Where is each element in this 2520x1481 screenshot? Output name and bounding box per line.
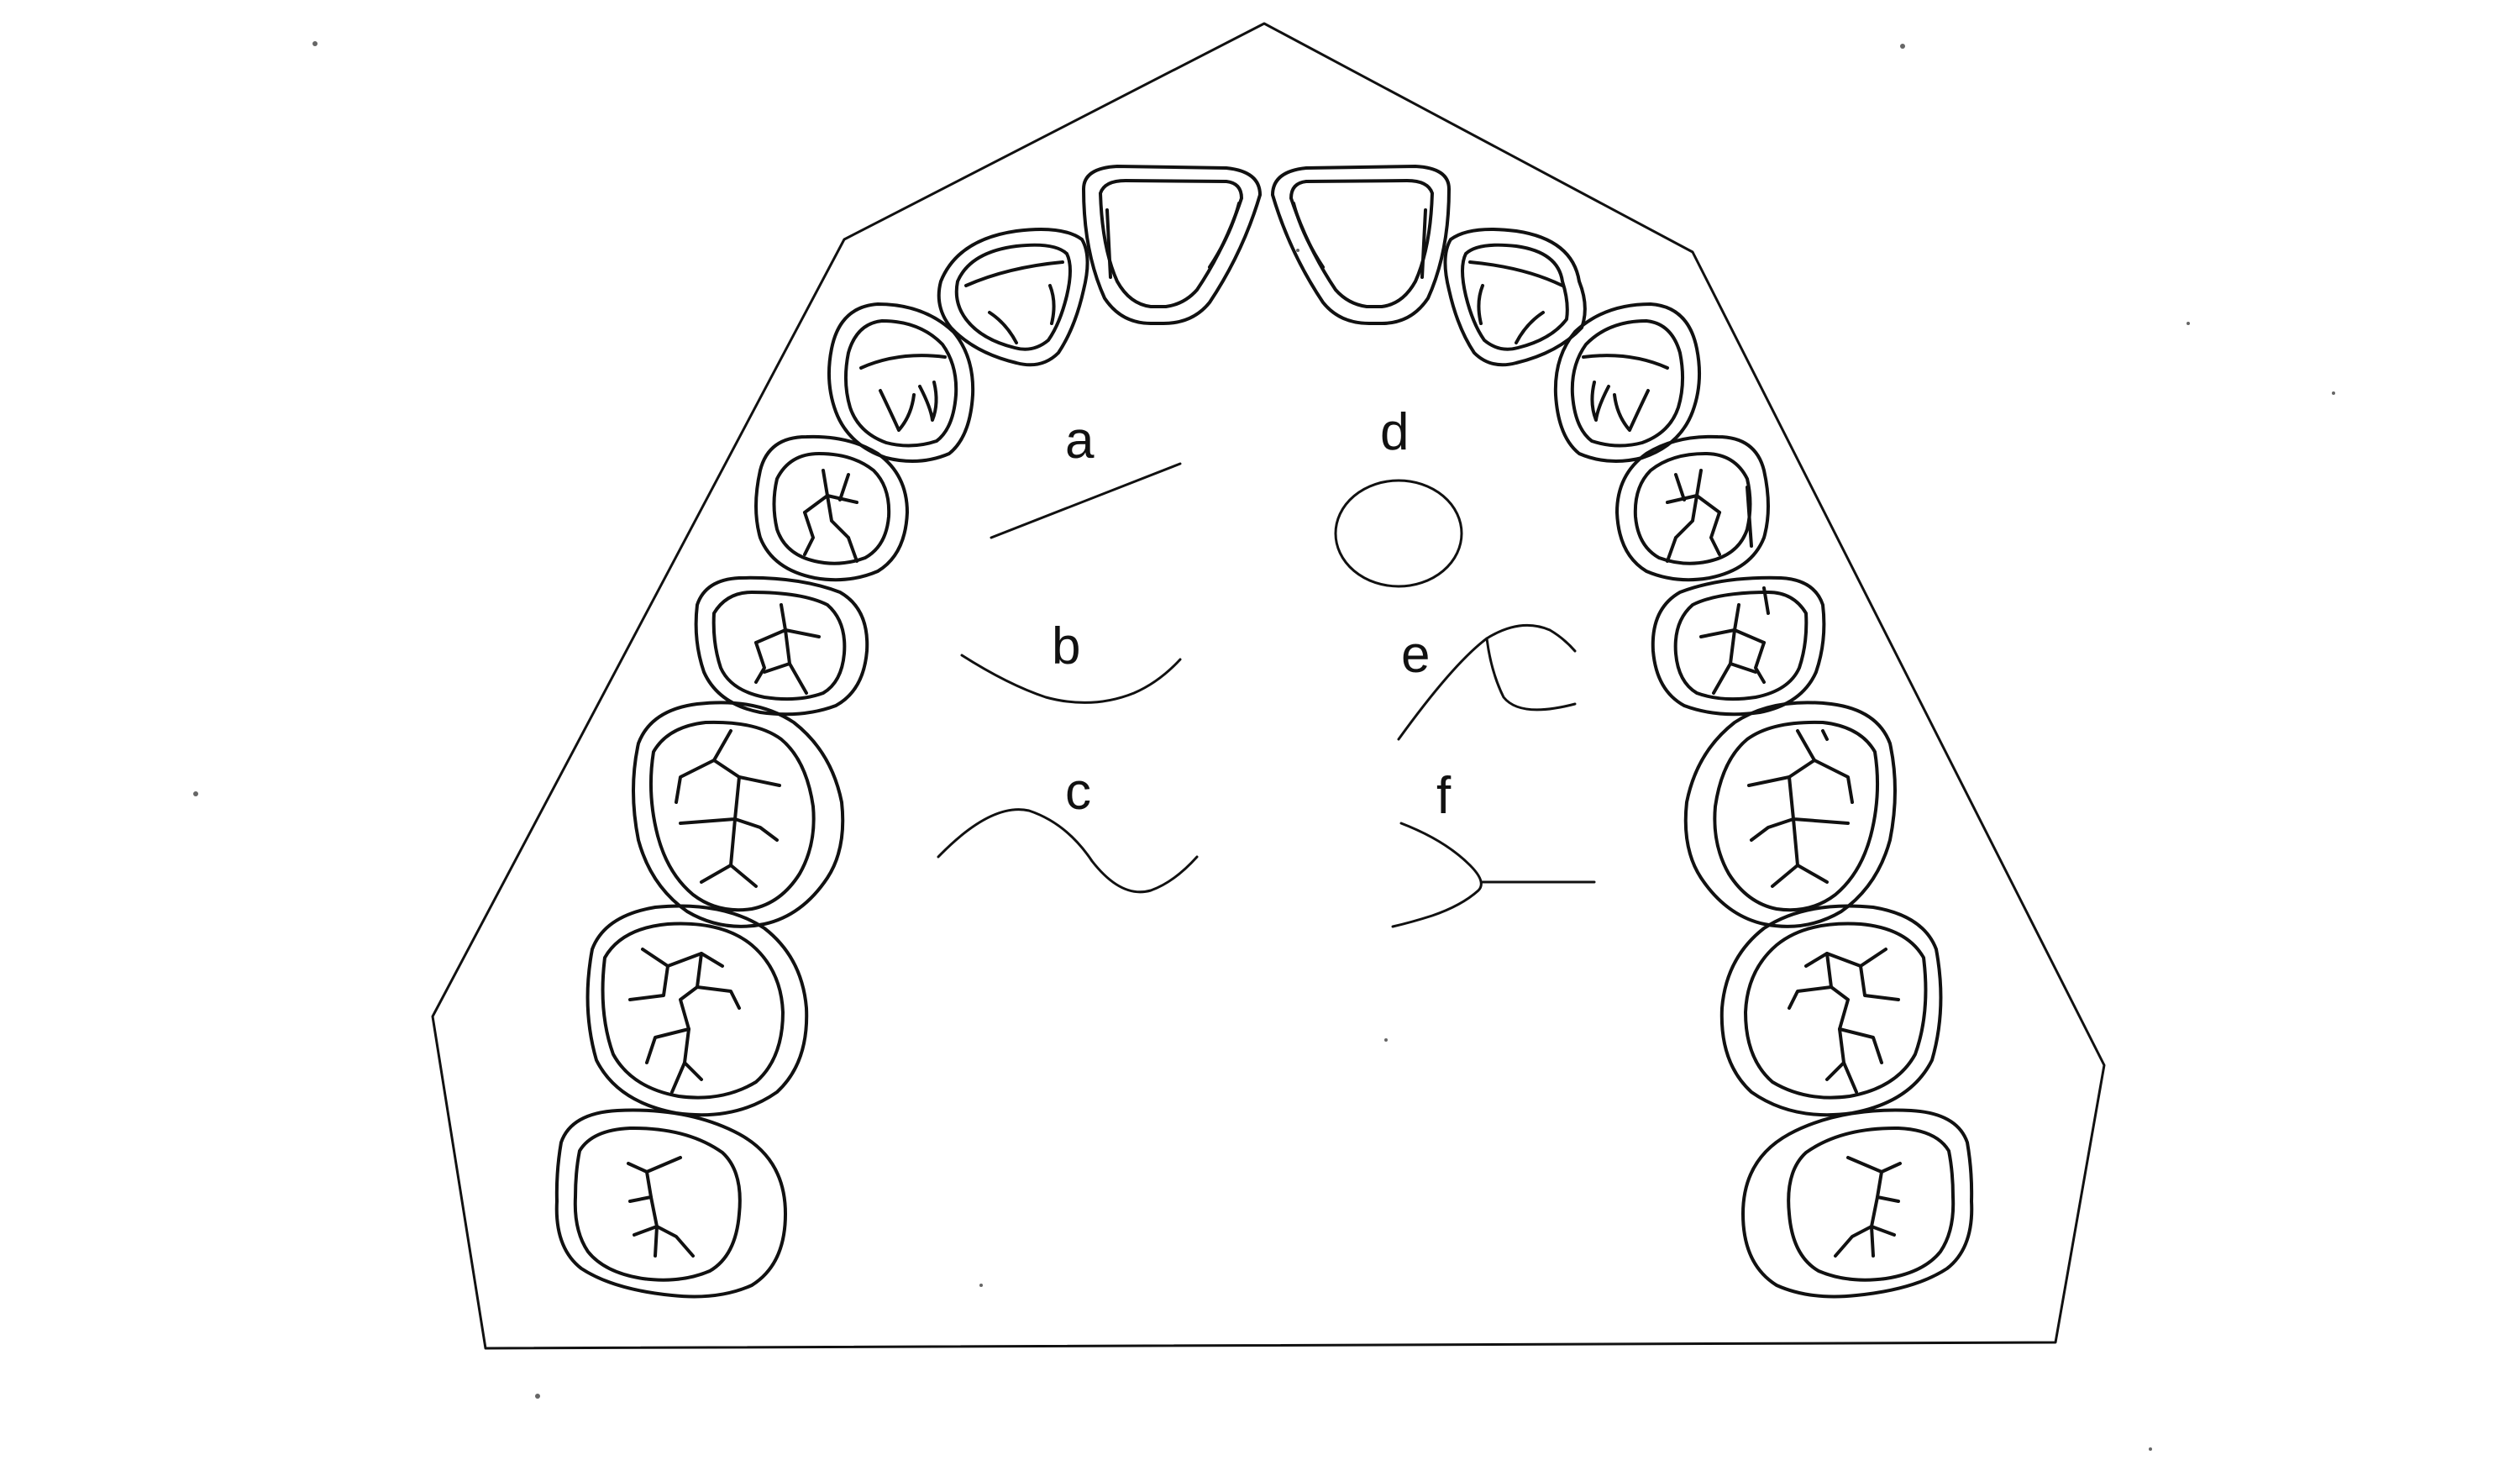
label-e: e (1401, 626, 1430, 684)
teeth-left (554, 165, 1262, 1299)
tooth-lateral-incisor-right (1443, 227, 1587, 367)
tooth-central-incisor-left (1082, 165, 1262, 325)
shape-d-circle (1334, 479, 1463, 588)
tooth-second-molar-left (585, 904, 809, 1117)
tooth-first-molar-right (1683, 701, 1897, 928)
tooth-canine-left (827, 302, 975, 463)
tooth-central-incisor-right (1271, 165, 1451, 325)
cast-base-outline (431, 22, 2106, 1350)
tooth-third-molar-right (1741, 1108, 1974, 1299)
line-b-concave (960, 654, 1182, 704)
line-c-wave (937, 808, 1199, 894)
tooth-first-molar-left (632, 701, 845, 928)
label-d: d (1380, 403, 1409, 461)
label-c: c (1065, 763, 1091, 821)
tooth-first-premolar-left (754, 434, 909, 582)
tooth-canine-right (1553, 302, 1701, 463)
label-b: b (1052, 617, 1080, 675)
tooth-lateral-incisor-left (937, 227, 1089, 367)
line-f-fork (1391, 822, 1596, 928)
tooth-second-premolar-left (694, 575, 869, 717)
line-a-straight (990, 462, 1182, 539)
label-a: a (1065, 412, 1095, 470)
teeth-right (1271, 165, 1974, 1299)
tooth-second-premolar-right (1651, 575, 1826, 717)
line-e-branch (1397, 623, 1577, 741)
label-f: f (1436, 767, 1452, 825)
tooth-third-molar-left (554, 1108, 787, 1299)
background-speckles (193, 41, 2335, 1451)
tooth-first-premolar-right (1615, 434, 1770, 582)
tooth-second-molar-right (1719, 904, 1943, 1117)
